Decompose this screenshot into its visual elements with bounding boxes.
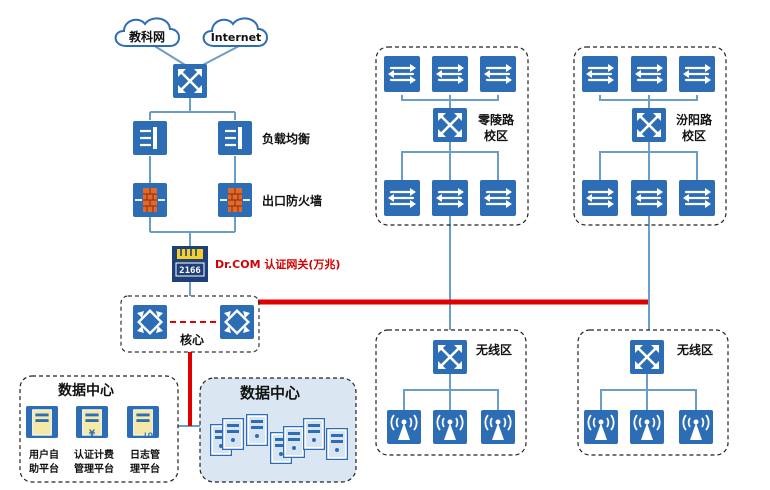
access-switch-icon: [384, 180, 420, 216]
wireless-ap-icon: [433, 410, 467, 444]
platform-log-line1: 日志管: [130, 448, 160, 461]
access-switch-icon: [432, 56, 468, 92]
wireless-switch-icon: [630, 340, 664, 374]
core-switch-icon: [133, 305, 167, 339]
campus-fenyang-group: [573, 46, 727, 226]
log-badge: LOG: [144, 432, 158, 439]
cloud-internet: Internet: [202, 17, 268, 47]
core-label: 核心: [180, 332, 204, 347]
core-group: [120, 295, 260, 353]
access-switch-icon: [631, 56, 667, 92]
platform-log-line2: 理平台: [130, 462, 160, 475]
border-switch-icon: [173, 64, 207, 98]
wireless-ap-icon: [679, 410, 713, 444]
server-user-platform-icon: [26, 405, 58, 439]
access-switch-icon: [631, 180, 667, 216]
platform-billing-line2: 管理平台: [74, 462, 114, 475]
campus-switch-icon: [433, 108, 467, 142]
core-backbone: [160, 299, 648, 426]
links: [149, 44, 698, 427]
server-icon: [222, 418, 244, 450]
campus-switch-icon: [632, 108, 666, 142]
server-icon: [283, 426, 305, 458]
core-switch-icon: [220, 305, 254, 339]
drcom-gateway-label: Dr.COM 认证网关(万兆): [215, 257, 340, 271]
wireless-right-group: [577, 329, 729, 456]
wireless-left-group: [375, 329, 527, 456]
server-icon: [326, 428, 348, 460]
access-switch-icon: [384, 56, 420, 92]
datacenter-right-title: 数据中心: [240, 384, 300, 402]
exit-firewall-label: 出口防火墙: [262, 193, 322, 208]
access-switch-icon: [679, 180, 715, 216]
load-balance-label: 负载均衡: [262, 131, 310, 146]
access-switch-icon: [480, 56, 516, 92]
access-switch-icon: [679, 56, 715, 92]
campus-lingling-group: [375, 46, 529, 226]
campus-fenyang-label-line1: 汾阳路: [676, 112, 713, 127]
cloud-jiaokewang-label: 教科网: [128, 29, 165, 44]
load-balancer-icon: [218, 120, 252, 156]
datacenter-right-group: [199, 377, 357, 483]
datacenter-left-title: 数据中心: [58, 382, 114, 399]
wireless-ap-icon: [481, 410, 515, 444]
platform-user-line1: 用户自: [28, 448, 59, 461]
billing-badge: ¥: [89, 429, 96, 439]
access-switch-icon: [432, 180, 468, 216]
server-icon: [303, 418, 325, 450]
server-icon: [246, 414, 268, 446]
platform-billing-line1: 认证计费: [74, 448, 114, 461]
campus-lingling-label-line1: 零陵路: [477, 112, 515, 127]
campus-fenyang-label-line2: 校区: [682, 128, 706, 143]
access-switch-icon: [582, 56, 618, 92]
wireless-switch-icon: [433, 340, 467, 374]
drcom-device-number: 2166: [179, 266, 201, 276]
load-balancer-icon: [133, 120, 167, 156]
platform-user-line2: 助平台: [29, 462, 59, 475]
cloud-internet-label: Internet: [211, 31, 262, 44]
drcom-gateway-icon: 2166: [172, 246, 208, 282]
cloud-jiaokewang: 教科网: [114, 17, 180, 47]
access-switch-icon: [480, 180, 516, 216]
campus-lingling-label-line2: 校区: [484, 128, 508, 143]
firewall-icon: [133, 183, 167, 217]
access-switch-icon: [582, 180, 618, 216]
wireless-ap-icon: [584, 410, 618, 444]
wireless-right-label: 无线区: [676, 342, 713, 357]
wireless-ap-icon: [630, 410, 664, 444]
wireless-left-label: 无线区: [475, 342, 512, 357]
wireless-ap-icon: [387, 410, 421, 444]
firewall-icon: [218, 183, 252, 217]
